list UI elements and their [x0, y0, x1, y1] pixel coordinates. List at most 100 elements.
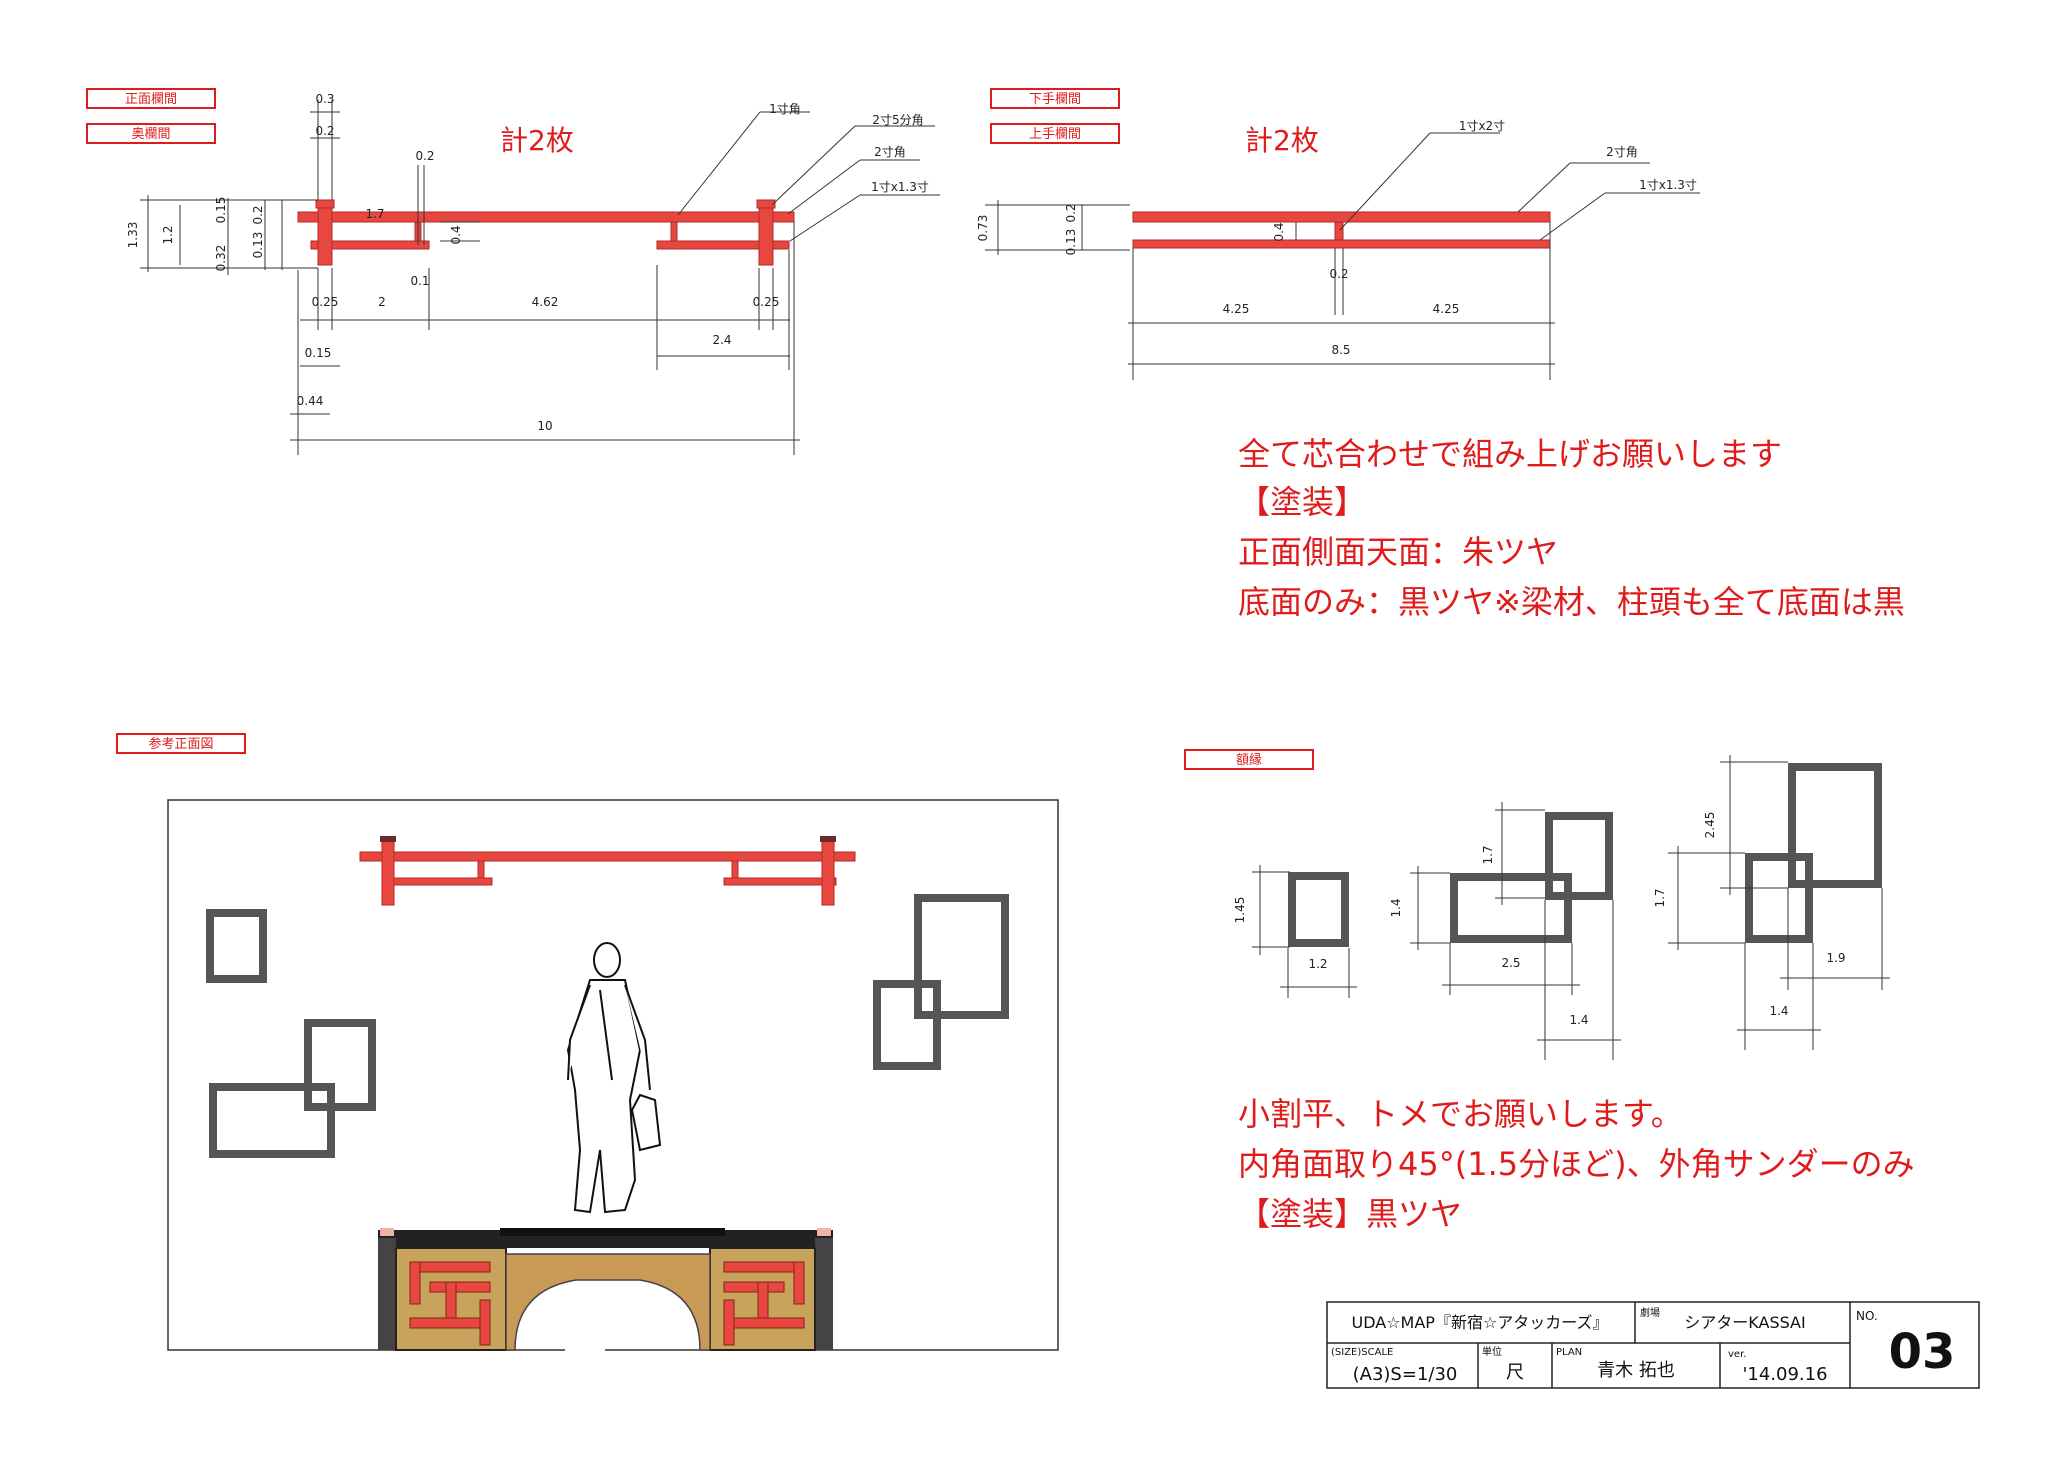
svg-text:4.62: 4.62	[532, 295, 559, 309]
svg-text:額縁: 額縁	[1236, 752, 1262, 768]
lower-rail-right	[656, 240, 790, 250]
detail-frame-3b	[1745, 853, 1813, 943]
top-beam	[297, 211, 795, 223]
svg-text:【塗装】: 【塗装】	[1238, 483, 1366, 521]
tb-theater: シアターKASSAI	[1684, 1313, 1805, 1332]
tb-planner: 青木 拓也	[1597, 1360, 1675, 1381]
wall-frame-c	[873, 980, 941, 1070]
svg-text:1.4: 1.4	[1769, 1004, 1788, 1018]
post-right	[758, 204, 774, 266]
svg-text:0.15: 0.15	[214, 197, 228, 224]
svg-text:【塗装】黒ツヤ: 【塗装】黒ツヤ	[1238, 1195, 1462, 1233]
wall-frame-a	[304, 1019, 376, 1111]
svg-text:2.45: 2.45	[1703, 812, 1717, 839]
svg-text:0.13: 0.13	[251, 232, 265, 259]
svg-text:1寸x2寸: 1寸x2寸	[1459, 119, 1505, 133]
lower-rail-left	[310, 240, 430, 250]
tb-project: UDA☆MAP『新宿☆アタッカーズ』	[1352, 1313, 1609, 1332]
svg-text:1.33: 1.33	[126, 222, 140, 249]
svg-text:正面側面天面：朱ツヤ: 正面側面天面：朱ツヤ	[1238, 533, 1558, 571]
svg-text:1.9: 1.9	[1826, 951, 1845, 965]
reference-front-view	[167, 799, 1059, 1353]
svg-text:0.15: 0.15	[305, 346, 332, 360]
svg-text:小割平、トメでお願いします。: 小割平、トメでお願いします。	[1238, 1095, 1683, 1133]
svg-text:0.2: 0.2	[415, 149, 434, 163]
detail-frame-2a	[1545, 812, 1613, 900]
tb-no-label: NO.	[1856, 1309, 1878, 1323]
label-ref-front: 参考正面図	[116, 733, 246, 754]
center-stud	[1334, 221, 1344, 241]
svg-text:0.44: 0.44	[297, 394, 324, 408]
svg-text:1.4: 1.4	[1389, 898, 1403, 917]
svg-text:0.13: 0.13	[1064, 229, 1078, 256]
svg-text:内角面取り45°(1.5分ほど)、外角サンダーのみ: 内角面取り45°(1.5分ほど)、外角サンダーのみ	[1238, 1145, 1915, 1183]
tb-unit-label: 単位	[1482, 1345, 1502, 1358]
svg-text:0.25: 0.25	[753, 295, 780, 309]
tb-ver-label: ver.	[1728, 1349, 1746, 1360]
svg-text:4.25: 4.25	[1223, 302, 1250, 316]
tb-scale: (A3)S=1/30	[1353, 1364, 1458, 1385]
paint-notes: 全て芯合わせで組み上げお願いします 【塗装】 正面側面天面：朱ツヤ 底面のみ：黒…	[1238, 435, 1905, 621]
post-left	[317, 204, 333, 266]
wall-frame-tall	[914, 894, 1009, 1019]
svg-text:0.73: 0.73	[976, 215, 990, 242]
svg-text:1.4: 1.4	[1569, 1013, 1588, 1027]
svg-text:1寸x1.3寸: 1寸x1.3寸	[871, 180, 929, 194]
detail-frame-2b	[1450, 873, 1572, 943]
svg-text:10: 10	[537, 419, 552, 433]
tb-unit: 尺	[1506, 1362, 1524, 1383]
count-right: 計2枚	[1245, 124, 1319, 157]
svg-text:0.2: 0.2	[1329, 267, 1348, 281]
svg-text:2.5: 2.5	[1501, 956, 1520, 970]
front-rail-drawing: 0.3 0.2 0.2 1.33 1.2 0.15 0.32 0.13 0.2 …	[126, 92, 940, 455]
svg-text:1.7: 1.7	[365, 207, 384, 221]
label-stage-right-rail: 上手欄間	[990, 123, 1120, 144]
title-block: UDA☆MAP『新宿☆アタッカーズ』 劇場 シアターKASSAI NO. 03 …	[1326, 1301, 1980, 1389]
label-back-rail: 奥欄間	[86, 123, 216, 144]
post-cap-right	[756, 199, 776, 209]
svg-text:0.4: 0.4	[449, 225, 463, 244]
count-left: 計2枚	[500, 124, 574, 157]
svg-text:2寸角: 2寸角	[874, 145, 906, 159]
svg-text:1.45: 1.45	[1233, 897, 1247, 924]
svg-text:1.2: 1.2	[161, 225, 175, 244]
tb-no: 03	[1889, 1324, 1956, 1380]
detail-frame-3a	[1788, 763, 1882, 888]
svg-text:1.2: 1.2	[1308, 957, 1327, 971]
counter-unit	[378, 1228, 833, 1351]
tb-size-label: (SIZE)SCALE	[1331, 1347, 1393, 1358]
detail-frame-1	[1288, 872, 1349, 947]
ref-top-beam	[359, 851, 856, 862]
svg-text:0.2: 0.2	[1064, 203, 1078, 222]
svg-text:下手欄間: 下手欄間	[1029, 91, 1081, 107]
frame-details: 1.45 1.2 1.7 1.4 2.5 1.4 2.45 1.7	[1233, 755, 1890, 1060]
svg-text:奥欄間: 奥欄間	[131, 126, 170, 142]
tb-version: '14.09.16	[1742, 1364, 1827, 1385]
svg-text:1寸x1.3寸: 1寸x1.3寸	[1639, 178, 1697, 192]
label-stage-left-rail: 下手欄間	[990, 88, 1120, 109]
svg-text:0.4: 0.4	[1272, 222, 1286, 241]
svg-text:2寸角: 2寸角	[1606, 145, 1638, 159]
frame-notes: 小割平、トメでお願いします。 内角面取り45°(1.5分ほど)、外角サンダーのみ…	[1238, 1095, 1915, 1233]
svg-text:1.7: 1.7	[1653, 888, 1667, 907]
svg-text:1寸角: 1寸角	[769, 102, 801, 116]
svg-text:0.2: 0.2	[251, 205, 265, 224]
human-figure	[566, 942, 662, 1214]
top-bar	[1132, 211, 1551, 223]
hanger-right	[670, 221, 678, 242]
svg-text:0.3: 0.3	[315, 92, 334, 106]
svg-text:2寸5分角: 2寸5分角	[872, 113, 923, 127]
svg-text:0.1: 0.1	[410, 274, 429, 288]
svg-text:0.2: 0.2	[315, 124, 334, 138]
label-frame: 額縁	[1184, 749, 1314, 770]
svg-text:底面のみ：黒ツヤ※梁材、柱頭も全て底面は黒: 底面のみ：黒ツヤ※梁材、柱頭も全て底面は黒	[1238, 583, 1905, 621]
tb-plan-label: PLAN	[1556, 1347, 1582, 1358]
svg-text:正面欄間: 正面欄間	[125, 91, 177, 107]
svg-text:4.25: 4.25	[1433, 302, 1460, 316]
wall-frame-b	[209, 1083, 335, 1158]
tb-theater-label: 劇場	[1640, 1306, 1660, 1319]
svg-text:2: 2	[378, 295, 386, 309]
svg-text:全て芯合わせで組み上げお願いします: 全て芯合わせで組み上げお願いします	[1238, 435, 1782, 473]
bottom-bar	[1132, 239, 1551, 249]
wall-frame-small	[206, 909, 267, 983]
